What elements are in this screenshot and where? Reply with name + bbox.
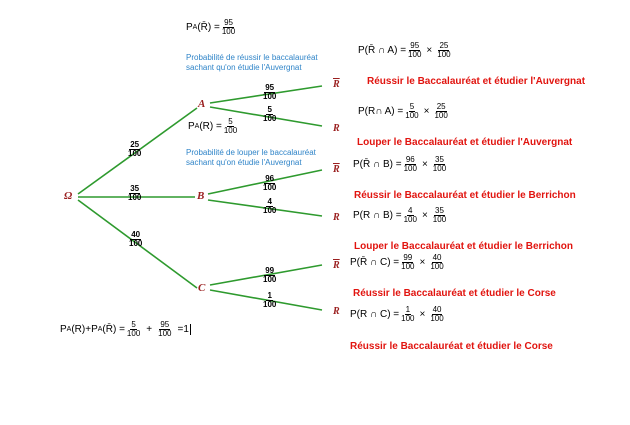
- caption-4: Louper le Baccalauréat et étudier le Ber…: [354, 241, 573, 252]
- caption-6: Réussir le Baccalauréat et étudier le Co…: [350, 341, 553, 352]
- node-b: B: [197, 190, 205, 202]
- branch-b-rbar: [207, 169, 323, 195]
- branch-c-rbar: [209, 264, 323, 286]
- caption-1: Réussir le Baccalauréat et étudier l'Auv…: [367, 76, 586, 87]
- note-success-given-a: Probabilité de réussir le baccalauréat s…: [186, 53, 318, 72]
- branch-a-r: [209, 106, 323, 127]
- branch-omega-a: [77, 107, 198, 195]
- caption-2: Louper le Baccalauréat et étudier l'Auve…: [357, 137, 573, 148]
- branch-a-rbar: [209, 85, 323, 104]
- leaf-c-r: R: [333, 306, 340, 317]
- branch-c-r: [209, 289, 323, 311]
- leaf-c-rbar: R: [333, 260, 340, 271]
- note-fail-given-a: Probabilité de louper le baccalauréat sa…: [186, 148, 316, 167]
- leaf-b-r: R: [333, 212, 340, 223]
- leaf-a-r: R: [333, 123, 340, 134]
- node-a: A: [198, 98, 206, 110]
- branch-omega-c: [77, 199, 198, 289]
- leaf-b-rbar: R: [333, 164, 340, 175]
- caption-5: Réussir le Baccalauréat et étudier le Co…: [353, 288, 556, 299]
- leaf-a-rbar: R: [333, 79, 340, 90]
- node-omega: Ω: [64, 190, 73, 202]
- branch-b-r: [207, 199, 323, 217]
- caption-3: Réussir le Baccalauréat et étudier le Be…: [354, 190, 576, 201]
- node-c: C: [198, 282, 206, 294]
- text-cursor: [189, 324, 191, 336]
